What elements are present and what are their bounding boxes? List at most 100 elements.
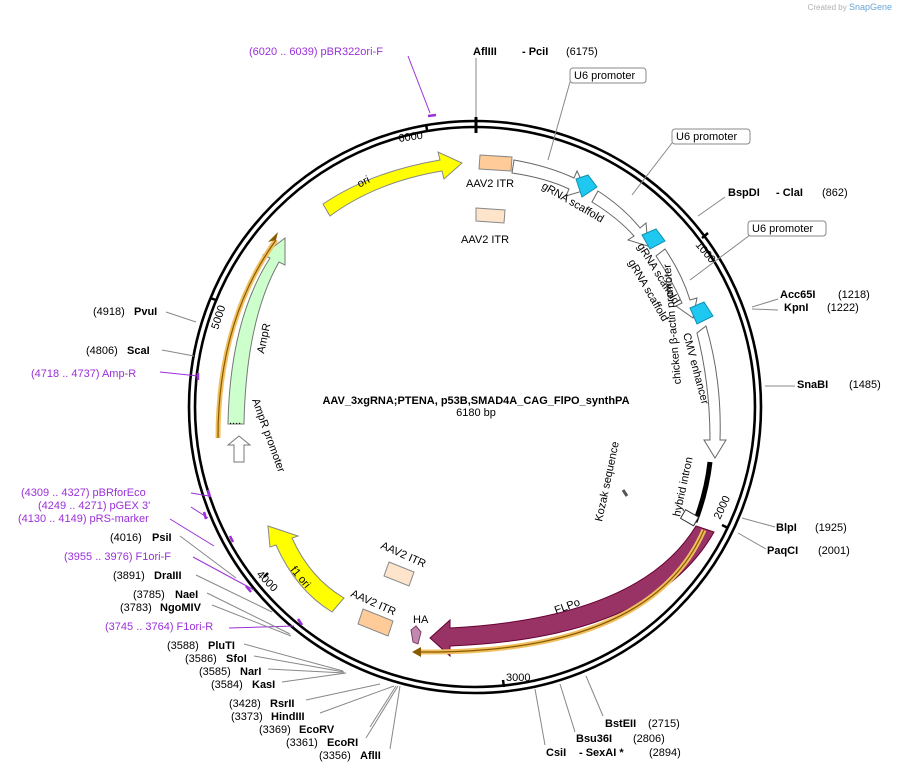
svg-text:(2806): (2806) — [633, 733, 665, 745]
svg-text:(4309 .. 4327) pBRforEco: (4309 .. 4327) pBRforEco — [21, 487, 146, 499]
svg-text:PsiI: PsiI — [152, 532, 172, 544]
ori-label: ori — [355, 174, 371, 190]
ampr-promoter-label: AmpR promoter — [249, 397, 287, 474]
svg-text:(6020 .. 6039) pBR322ori-F: (6020 .. 6039) pBR322ori-F — [249, 46, 383, 58]
feature-f1ori: f1 ori — [267, 525, 345, 613]
site-aflIII: AflIII - PciI (6175) — [473, 46, 598, 117]
svg-text:PluTI: PluTI — [208, 640, 235, 652]
svg-text:SnaBI: SnaBI — [797, 379, 828, 391]
primer-prs-marker: (4130 .. 4149) pRS-marker — [18, 513, 235, 547]
site-bsu36i: Bsu36I (2806) — [559, 683, 665, 745]
primer-pbr322ori-f: (6020 .. 6039) pBR322ori-F — [249, 46, 437, 118]
tick-label-2000: 2000 — [712, 494, 733, 521]
primer-f1ori-r: (3745 .. 3764) F1ori-R — [105, 618, 304, 633]
svg-text:....: .... — [229, 415, 241, 427]
svg-text:(1925): (1925) — [815, 522, 847, 534]
u6-label-1: U6 promoter — [574, 70, 635, 82]
svg-text:NgoMIV: NgoMIV — [160, 602, 202, 614]
site-ecori: (3361) EcoRI — [286, 685, 399, 749]
tick-label-6000: 6000 — [398, 130, 424, 145]
primer-pbrforeco: (4309 .. 4327) pBRforEco — [21, 487, 212, 499]
tick-6000: 6000 — [398, 123, 429, 145]
site-ecorv: (3369) EcoRV — [259, 685, 397, 736]
svg-text:(2894): (2894) — [649, 747, 681, 759]
svg-text:(3585): (3585) — [199, 666, 231, 678]
svg-text:PaqCI: PaqCI — [767, 545, 798, 557]
site-psii: (4016) PsiI — [110, 532, 237, 579]
svg-text:(3369): (3369) — [259, 724, 291, 736]
svg-text:Bsu36I: Bsu36I — [576, 733, 612, 745]
svg-text:NarI: NarI — [240, 666, 261, 678]
svg-text:EcoRV: EcoRV — [299, 724, 335, 736]
u6-callout-2: U6 promoter — [631, 128, 751, 196]
site-nari: (3585) NarI — [199, 666, 346, 678]
u6-label-3: U6 promoter — [752, 223, 813, 235]
svg-text:(3588): (3588) — [167, 640, 199, 652]
primer-f1ori-f: (3955 .. 3976) F1ori-F — [64, 551, 255, 593]
tick-4000: 4000 — [254, 569, 280, 595]
site-aflii: (3356) AflII — [319, 685, 401, 762]
tick-label-4000: 4000 — [254, 569, 280, 595]
feature-cmv-enhancer: CMV enhancer — [680, 325, 727, 459]
site-sfoi: (3586) SfoI — [185, 653, 345, 673]
svg-text:(862): (862) — [822, 187, 848, 199]
site-scai: (4806) ScaI — [86, 345, 195, 357]
svg-text:(4130 .. 4149) pRS-marker: (4130 .. 4149) pRS-marker — [18, 513, 149, 525]
site-pvui: (4918) PvuI — [93, 306, 197, 323]
svg-text:NaeI: NaeI — [175, 589, 198, 601]
site-snabi: SnaBI (1485) — [765, 379, 881, 391]
svg-text:(1218): (1218) — [838, 289, 870, 301]
ampr-label: AmpR — [255, 322, 273, 354]
tick-3000: 3000 — [501, 672, 530, 688]
svg-text:CsiI: CsiI — [546, 747, 566, 759]
site-hindiii: (3373) HindIII — [231, 685, 395, 723]
svg-text:AflIII: AflIII — [473, 46, 497, 58]
ha-label: HA — [413, 614, 429, 626]
svg-text:(3785): (3785) — [133, 589, 165, 601]
site-kpni: KpnI (1222) — [751, 302, 859, 314]
svg-text:(1485): (1485) — [849, 379, 881, 391]
svg-text:- SexAI *: - SexAI * — [579, 747, 624, 759]
itr-top-label-1: AAV2 ITR — [466, 178, 514, 190]
primer-amp-r: (4718 .. 4737) Amp-R — [31, 368, 200, 380]
feature-grna-scaffold-1: gRNA scaffold — [511, 159, 606, 225]
svg-text:HindIII: HindIII — [271, 711, 305, 723]
svg-text:(3745 .. 3764) F1ori-R: (3745 .. 3764) F1ori-R — [105, 621, 213, 633]
site-paqci: PaqCI (2001) — [737, 532, 850, 557]
u6-label-2: U6 promoter — [676, 131, 737, 143]
svg-text:BstEII: BstEII — [605, 718, 636, 730]
svg-text:(3955 .. 3976) F1ori-F: (3955 .. 3976) F1ori-F — [64, 551, 171, 563]
tick-label-3000: 3000 — [506, 672, 530, 684]
feature-ha: HA — [410, 614, 429, 645]
svg-text:DraIII: DraIII — [154, 570, 182, 582]
u6-callout-3: U6 promoter — [689, 220, 827, 281]
snapgene-logo: SnapGene — [848, 2, 892, 12]
svg-text:(1222): (1222) — [827, 302, 859, 314]
intron-label: hybrid intron — [671, 456, 695, 518]
site-pluti: (3588) PluTI — [167, 640, 344, 672]
svg-text:(3361): (3361) — [286, 737, 318, 749]
svg-text:(4806): (4806) — [86, 345, 118, 357]
svg-text:BspDI: BspDI — [728, 187, 760, 199]
svg-text:(3586): (3586) — [185, 653, 217, 665]
svg-text:(3373): (3373) — [231, 711, 263, 723]
site-bsteii: BstEII (2715) — [585, 675, 680, 730]
itr-bot-label-1: AAV2 ITR — [379, 540, 428, 571]
svg-text:(2715): (2715) — [648, 718, 680, 730]
credit-prefix: Created by — [807, 3, 847, 12]
site-acc65i: Acc65I (1218) — [751, 289, 870, 308]
svg-text:(4718 .. 4737) Amp-R: (4718 .. 4737) Amp-R — [31, 368, 136, 380]
svg-text:KpnI: KpnI — [784, 302, 808, 314]
plasmid-size: 6180 bp — [456, 407, 496, 419]
svg-text:ScaI: ScaI — [127, 345, 150, 357]
svg-text:SfoI: SfoI — [226, 653, 247, 665]
svg-text:(4249 .. 4271) pGEX 3': (4249 .. 4271) pGEX 3' — [38, 500, 150, 512]
flpo-orf-line — [419, 529, 705, 653]
snapgene-credit: Created by SnapGene — [808, 2, 892, 12]
itr-top-label-2: AAV2 ITR — [461, 234, 509, 246]
kozak-mark — [621, 489, 629, 497]
svg-text:(2001): (2001) — [818, 545, 850, 557]
site-kasi: (3584) KasI — [211, 672, 347, 691]
svg-text:(4918): (4918) — [93, 306, 125, 318]
